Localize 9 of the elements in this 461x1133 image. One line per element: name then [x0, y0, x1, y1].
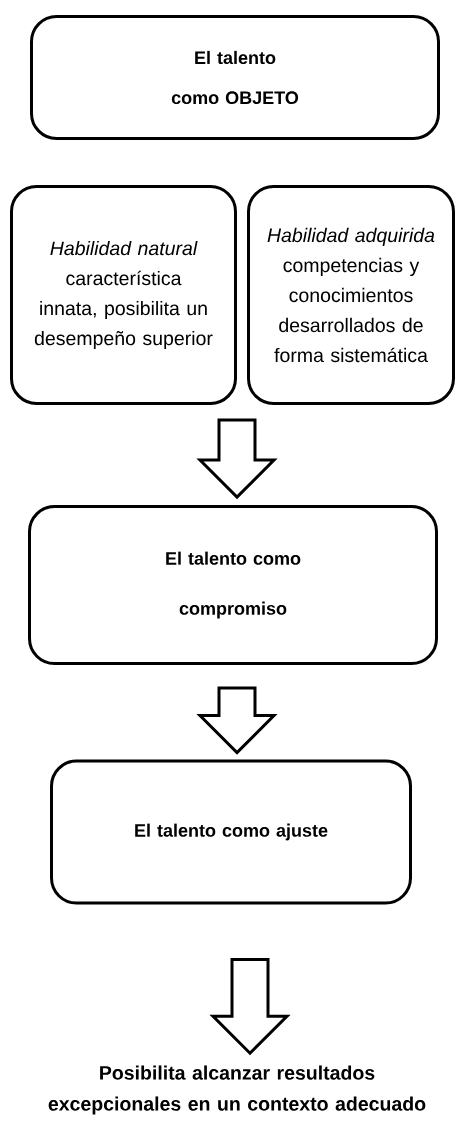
block-arrow: [196, 686, 278, 755]
block-arrow: [196, 418, 278, 500]
title-box: El talento como ajuste: [50, 759, 412, 905]
block-arrow: [209, 958, 291, 1056]
text-box: Habilidad natural característica innata, posibilita un desempeño superior: [10, 185, 237, 405]
result-text: Posibilita alcanzar resultados excepcionales en un contexto adecuado: [48, 1065, 426, 1115]
text-box: Habilidad adquirida competencias y conocimientos desarrollados de forma sistemática: [247, 185, 455, 405]
title-box: El talento como compromiso: [28, 505, 438, 665]
title-box: El talento como OBJETO: [30, 15, 440, 140]
